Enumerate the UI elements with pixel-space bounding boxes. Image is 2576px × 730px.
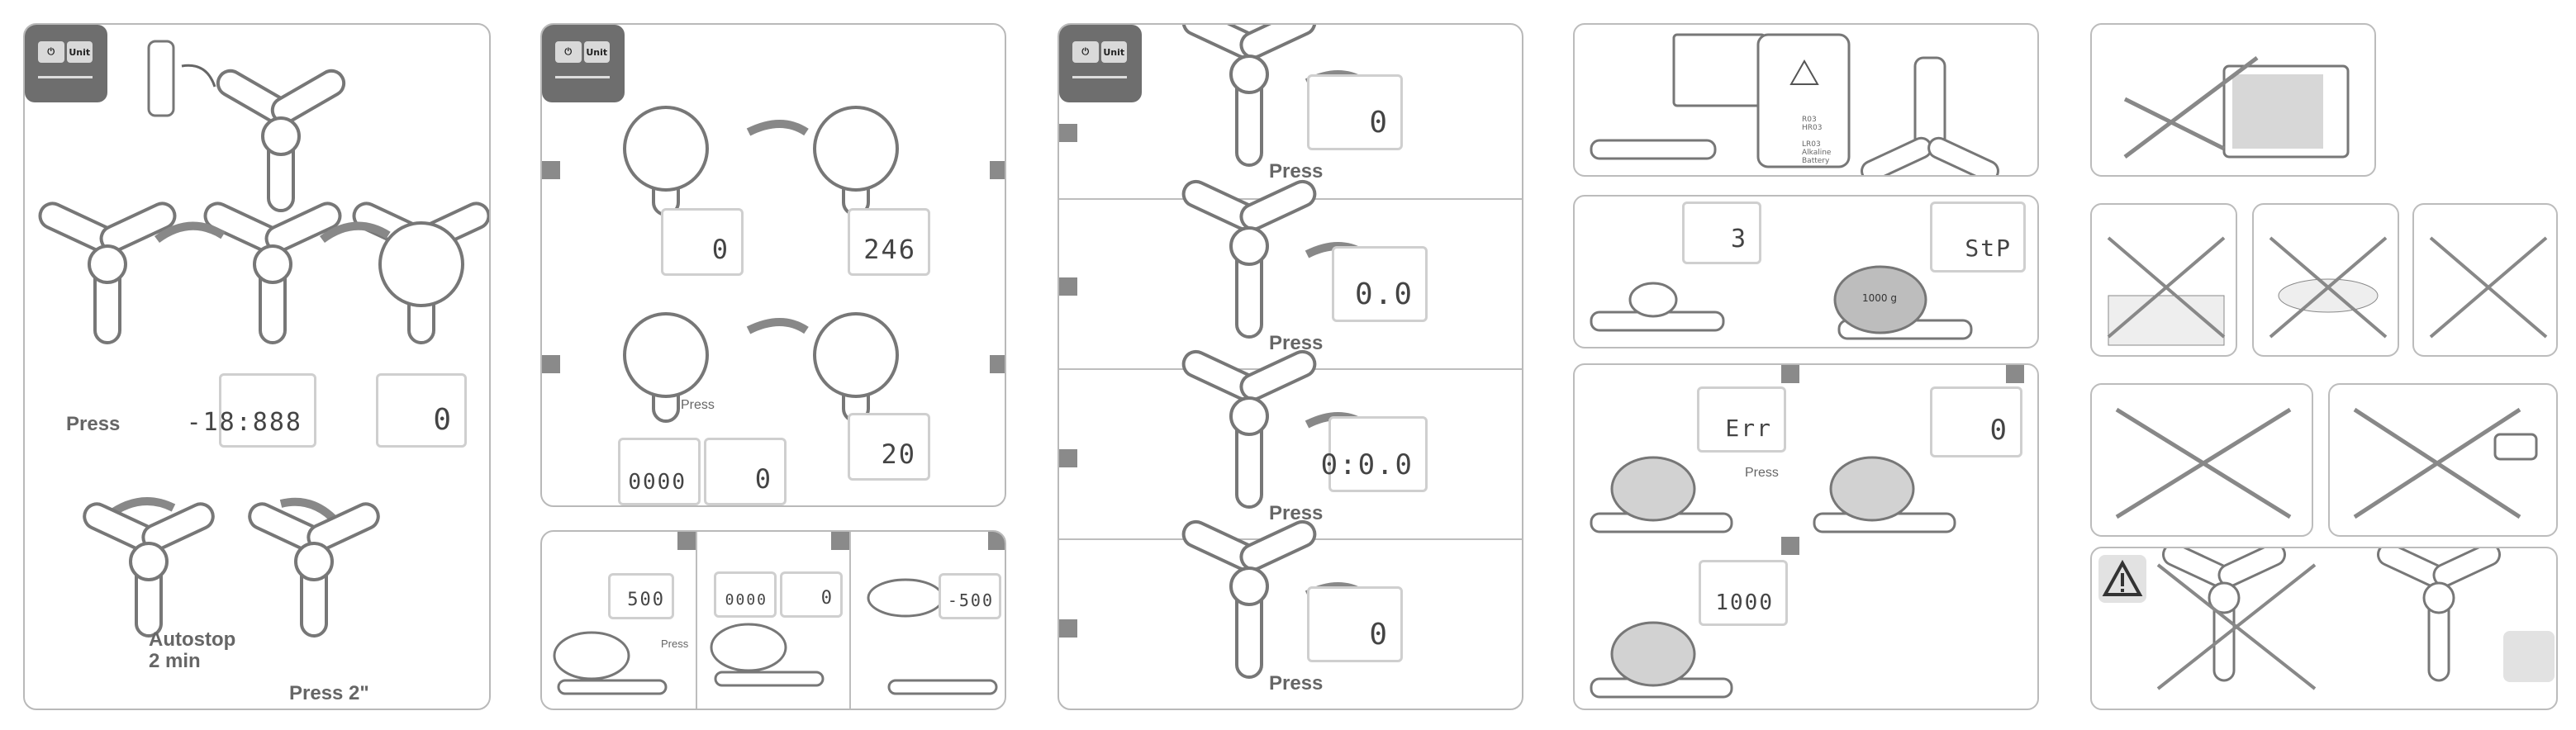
unit-switch-illustration <box>1181 25 1367 679</box>
unit-button-label: Unit <box>583 41 610 63</box>
panel-units: ⏻Unit 0 Press 0.0 Press 0:0.0 Press 0 Pr… <box>1057 23 1523 710</box>
warning-microwave <box>2090 23 2376 177</box>
battery-type-r03: R03 <box>1802 116 1817 124</box>
overload-illustration <box>1590 265 1973 340</box>
lcd-display: 0000 <box>618 438 701 505</box>
panel-battery: R03 HR03 LR03 Alkaline Battery <box>1573 23 2039 177</box>
battery-text-group: R03 HR03 LR03 Alkaline Battery <box>1802 116 1831 165</box>
panel-tare-bottom: 500 Press 0000 0 -500 <box>540 530 1006 710</box>
step-marker <box>677 532 696 550</box>
panel-error: Err Press 0 1000 <box>1573 363 2039 710</box>
power-unit-badge: ⏻Unit <box>25 25 107 102</box>
scale-with-battery-illustration <box>147 40 346 212</box>
lcd-display: 0000 <box>714 571 777 618</box>
info-square <box>2503 631 2555 682</box>
power-icon: ⏻ <box>38 41 64 63</box>
step-marker <box>990 355 1005 373</box>
autostop-illustration <box>83 497 380 638</box>
battery-type-lr03: LR03 <box>1802 140 1821 149</box>
faucet-icon <box>2107 236 2226 346</box>
step-marker <box>1781 365 1799 383</box>
battery-illustration <box>1590 33 1999 175</box>
press-label: Press <box>661 638 689 650</box>
warning-fire <box>2090 383 2313 537</box>
press-label: Press <box>1269 332 1324 354</box>
lcd-display: -500 <box>939 573 1001 619</box>
autostop-line2: 2 min <box>149 650 201 672</box>
warning-heat <box>2252 203 2399 357</box>
step-marker <box>1781 537 1799 555</box>
microwave-icon <box>2123 56 2350 159</box>
step-marker <box>988 532 1005 550</box>
lcd-display: 3 <box>1682 201 1761 264</box>
step-marker <box>542 161 560 179</box>
press-label: Press <box>66 413 121 435</box>
warning-water <box>2090 203 2237 357</box>
hot-steam-icon <box>2269 236 2388 339</box>
lcd-full-display: -18:888 <box>187 373 316 448</box>
lcd-display: 0 <box>704 438 787 505</box>
lcd-display: Err <box>1697 386 1786 453</box>
lcd-display: StP <box>1930 201 2026 273</box>
press-label: Press <box>1745 466 1779 480</box>
step-marker <box>542 355 560 373</box>
phone-signal-icon <box>2353 407 2538 519</box>
panel-overload: 3 StP 1000 g <box>1573 195 2039 348</box>
pan-illustrations <box>553 578 998 695</box>
power-icon: ⏻ <box>1072 41 1099 63</box>
lcd-display: 0:0.0 <box>1321 416 1428 492</box>
press-label: Press <box>1269 672 1324 694</box>
lcd-display: 1000 <box>1699 560 1788 626</box>
warning-dishwasher <box>2412 203 2558 357</box>
warning-phone <box>2328 383 2558 537</box>
lcd-display: 0 <box>1307 74 1403 150</box>
flame-icon <box>2115 407 2292 519</box>
panel-startup: ⏻Unit Press -18:888 0 Autosto <box>23 23 491 710</box>
step-marker <box>1059 277 1077 296</box>
lcd-display: 246 <box>848 208 930 276</box>
warning-handling <box>2090 547 2558 710</box>
press-2s-label: Press 2" <box>289 682 369 704</box>
step-marker <box>990 161 1005 179</box>
press-label: Press <box>681 398 715 412</box>
lcd-display: 500 <box>608 573 674 619</box>
step-marker <box>1059 449 1077 467</box>
step-marker <box>1059 619 1077 638</box>
error-illustration <box>1590 456 1956 699</box>
handling-illustration <box>2156 548 2501 690</box>
panel-tare-top: ⏻Unit 0 246 Press 0000 0 20 <box>540 23 1006 507</box>
press-label: Press <box>1269 160 1324 182</box>
lcd-display: 0.0 <box>1332 246 1428 322</box>
step-marker <box>831 532 849 550</box>
press-label: Press <box>1269 502 1324 524</box>
battery-type-alkaline: Alkaline <box>1802 149 1832 157</box>
scale-sequence-illustration <box>38 201 489 344</box>
lcd-zero-display: 0 <box>376 373 467 448</box>
power-icon: ⏻ <box>555 41 582 63</box>
lcd-display: 0 <box>1930 386 2022 457</box>
lcd-display: 0 <box>780 571 843 618</box>
unit-button-label: Unit <box>66 41 93 63</box>
step-marker <box>2006 365 2024 383</box>
lcd-display: 0 <box>1307 586 1403 662</box>
caution-icon <box>2098 555 2146 603</box>
lcd-display: 0 <box>661 208 744 276</box>
unit-button-label: Unit <box>1100 41 1127 63</box>
autostop-label: Autostop 2 min <box>149 629 235 672</box>
power-unit-badge-2: ⏻Unit <box>542 25 625 102</box>
brush-icon <box>2429 236 2548 339</box>
lcd-display: 20 <box>848 413 930 481</box>
battery-type-label: Battery <box>1802 157 1830 165</box>
step-marker <box>1059 124 1077 142</box>
battery-type-hr03: HR03 <box>1802 124 1823 132</box>
weight-label: 1000 g <box>1862 292 1897 304</box>
power-unit-badge-3: ⏻Unit <box>1059 25 1142 102</box>
autostop-line1: Autostop <box>149 628 236 651</box>
